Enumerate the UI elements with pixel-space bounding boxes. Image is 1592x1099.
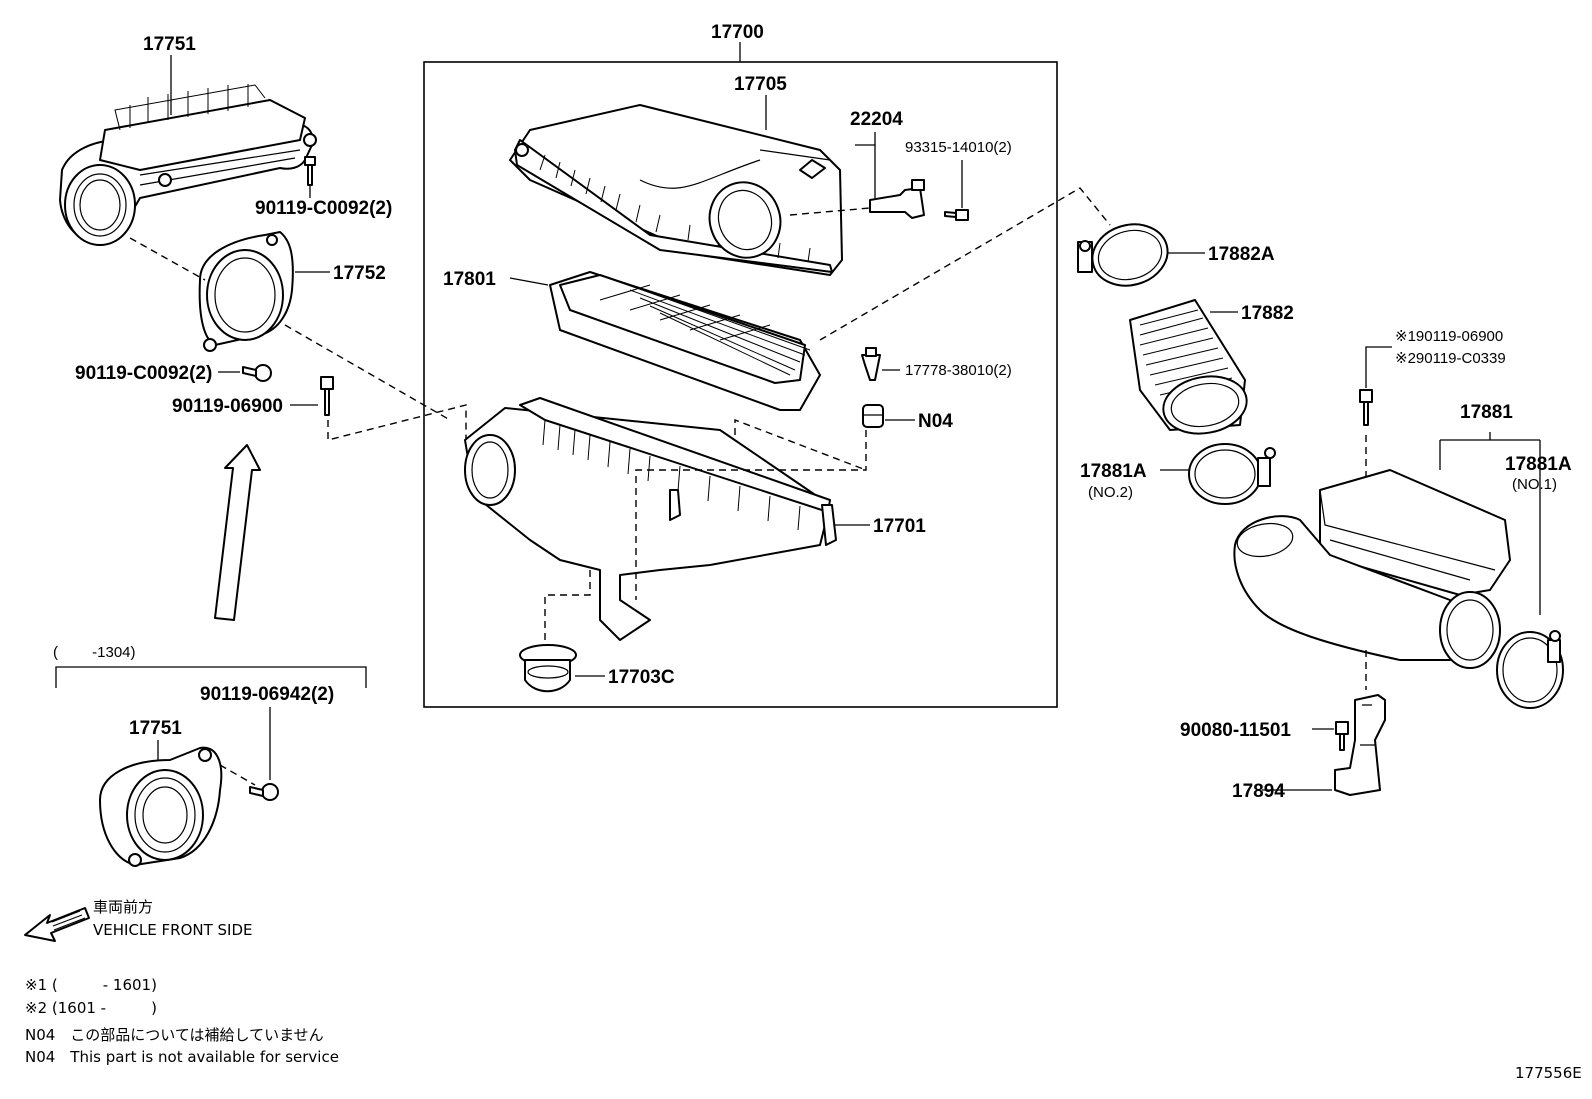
label-17894: 17894 — [1232, 781, 1285, 802]
bolt-90080 — [1335, 721, 1349, 751]
duct-17881 — [1233, 469, 1511, 669]
label-17801: 17801 — [443, 269, 496, 290]
label-17881a-right: 17881A — [1505, 454, 1572, 475]
label-17701: 17701 — [873, 516, 926, 537]
legend-front-jp: 車両前方 — [93, 898, 153, 916]
label-17703c: 17703C — [608, 667, 675, 688]
bolt-90119-06900 — [320, 376, 334, 416]
bolt-90119-c0092-mid — [242, 364, 272, 382]
filter-17801 — [549, 271, 821, 411]
label-90119-06900: 90119-06900 — [172, 396, 283, 417]
label-range-1304: ( -1304) — [53, 644, 136, 661]
label-17881a-left: 17881A — [1080, 461, 1147, 482]
bolt-note-top-right — [1359, 389, 1373, 426]
label-90119-c0092-top: 90119-C0092(2) — [255, 198, 392, 219]
legend-note2: ※2 (1601 - ) — [25, 999, 157, 1017]
duct-17751-bottom — [99, 746, 223, 867]
legend-n04-jp: N04 この部品については補給していません — [25, 1026, 324, 1044]
vehicle-front-arrow — [24, 907, 90, 942]
label-17752: 17752 — [333, 263, 386, 284]
label-17881: 17881 — [1460, 402, 1513, 423]
label-93315: 93315-14010(2) — [905, 139, 1012, 156]
label-17700: 17700 — [711, 22, 764, 43]
label-no1: (NO.1) — [1512, 476, 1557, 493]
grommet-n04 — [862, 404, 884, 428]
clamp-17882a — [1077, 223, 1169, 287]
bolt-90119-c0092-top — [304, 156, 316, 186]
screw-93315 — [944, 209, 969, 221]
label-note1-part: ※190119-06900 — [1395, 328, 1503, 345]
clip-17778 — [861, 347, 881, 381]
label-17778: 17778-38010(2) — [905, 362, 1012, 379]
cap-17705 — [509, 104, 843, 276]
label-90080: 90080-11501 — [1180, 720, 1291, 741]
label-note2-part: ※290119-C0339 — [1395, 350, 1506, 367]
diagram-code: 177556E — [1515, 1064, 1582, 1082]
label-17705: 17705 — [734, 74, 787, 95]
hose-17882 — [1129, 299, 1248, 435]
case-17701 — [464, 397, 837, 641]
clamp-17881a-no1 — [1496, 630, 1564, 709]
legend-n04-en: N04 This part is not available for servi… — [25, 1048, 339, 1066]
label-22204: 22204 — [850, 109, 903, 130]
legend-front-en: VEHICLE FRONT SIDE — [93, 921, 253, 939]
label-17751-bottom: 17751 — [129, 718, 182, 739]
adapter-17752 — [198, 231, 294, 352]
label-90119-06942: 90119-06942(2) — [200, 684, 334, 705]
label-17882: 17882 — [1241, 303, 1294, 324]
legend-note1: ※1 ( - 1601) — [25, 976, 157, 994]
label-no2: (NO.2) — [1088, 484, 1133, 501]
sensor-22204 — [869, 179, 925, 219]
front-arrow-up — [214, 444, 261, 621]
clamp-17881a-no2 — [1188, 443, 1276, 505]
label-n04: N04 — [918, 411, 953, 432]
label-17882a: 17882A — [1208, 244, 1275, 265]
bracket-17894 — [1334, 694, 1386, 796]
bolt-90119-06942 — [249, 783, 279, 801]
label-90119-c0092-mid: 90119-C0092(2) — [75, 363, 212, 384]
label-17751-top: 17751 — [143, 34, 196, 55]
cap-17703c — [519, 644, 577, 693]
duct-17751-top — [59, 84, 317, 246]
